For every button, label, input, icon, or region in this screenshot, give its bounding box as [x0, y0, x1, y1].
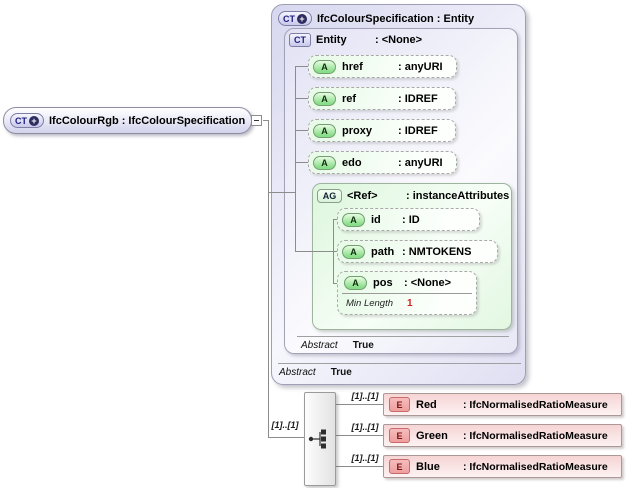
facet-value: 1: [407, 297, 413, 309]
attribute-name: ref: [342, 92, 357, 105]
attribute-icon: A: [342, 212, 365, 227]
cardinality-label: [1]..[1]: [351, 453, 379, 463]
attribute-icon: A: [313, 123, 336, 138]
minus-icon: [254, 120, 259, 121]
attribute-ref[interactable]: A ref : IDREF: [308, 87, 456, 110]
attribute-group-name: <Ref>: [347, 190, 378, 202]
attribute-icon: A: [313, 155, 336, 170]
facet-label: Min Length: [346, 297, 394, 309]
derivation-plus-icon: +: [29, 115, 39, 126]
abstract-value: True: [352, 340, 374, 351]
attribute-name: proxy: [342, 124, 372, 137]
abstract-label: Abstract: [301, 340, 338, 351]
connector-line: [295, 98, 308, 99]
attribute-icon: A: [313, 91, 336, 106]
complex-type-icon: CT+: [10, 113, 44, 128]
collapse-handle[interactable]: [251, 115, 262, 126]
connector-line: [336, 466, 383, 467]
element-red[interactable]: E Red : IfcNormalisedRatioMeasure: [383, 393, 622, 416]
attribute-type: : anyURI: [398, 156, 443, 169]
element-name: Red: [416, 398, 437, 411]
element-name: Blue: [416, 460, 440, 473]
attribute-icon: A: [344, 275, 367, 290]
attribute-icon: A: [313, 59, 336, 74]
connector-line: [295, 130, 308, 131]
cardinality-label: [1]..[1]: [351, 422, 379, 432]
attribute-name: href: [342, 60, 363, 73]
attribute-group-icon: AG: [317, 189, 342, 203]
complex-type-icon-label: CT: [283, 13, 295, 24]
attribute-id[interactable]: A id : ID: [337, 208, 480, 231]
connector-line: [295, 162, 308, 163]
element-type: : IfcNormalisedRatioMeasure: [463, 398, 608, 411]
connector-line: [333, 219, 338, 220]
connector-line: [295, 66, 296, 252]
cardinality-label: [1]..[1]: [351, 391, 379, 401]
attribute-name: path: [371, 245, 395, 258]
abstract-label: Abstract: [279, 367, 316, 378]
root-type-label: IfcColourRgb : IfcColourSpecification: [49, 114, 246, 127]
complex-type-icon: CT: [289, 33, 311, 47]
root-type-node[interactable]: CT+ IfcColourRgb : IfcColourSpecificatio…: [3, 107, 252, 134]
entity-name: Entity: [316, 34, 347, 46]
sequence-compositor[interactable]: [304, 392, 336, 486]
attribute-proxy[interactable]: A proxy : IDREF: [308, 119, 456, 142]
divider: [342, 293, 472, 294]
sequence-icon: [308, 429, 326, 449]
attribute-type: : ID: [402, 213, 420, 226]
element-icon: E: [389, 428, 410, 443]
element-icon: E: [389, 459, 410, 474]
attribute-href[interactable]: A href : anyURI: [308, 55, 457, 78]
attribute-type: : NMTOKENS: [402, 245, 472, 258]
complex-type-icon: CT+: [278, 11, 312, 26]
element-blue[interactable]: E Blue : IfcNormalisedRatioMeasure: [383, 455, 622, 478]
connector-line: [268, 192, 296, 193]
connector-line: [268, 120, 269, 438]
connector-line: [336, 435, 383, 436]
attribute-type: : IDREF: [398, 124, 438, 137]
attribute-icon: A: [342, 244, 365, 259]
derivation-plus-icon: +: [297, 13, 307, 24]
attribute-name: pos: [373, 276, 393, 289]
divider: [297, 336, 509, 337]
connector-line: [333, 219, 334, 283]
connector-line: [295, 66, 308, 67]
entity-type: : <None>: [375, 34, 423, 46]
connector-line: [263, 120, 269, 121]
attribute-type: : anyURI: [398, 60, 443, 73]
element-type: : IfcNormalisedRatioMeasure: [463, 460, 608, 473]
attribute-type: : IDREF: [398, 92, 438, 105]
element-icon: E: [389, 397, 410, 412]
attribute-name: edo: [342, 156, 362, 169]
base-type-title: IfcColourSpecification : Entity: [317, 12, 475, 25]
connector-line: [268, 437, 304, 438]
element-green[interactable]: E Green : IfcNormalisedRatioMeasure: [383, 424, 622, 447]
abstract-value: True: [330, 367, 352, 378]
divider: [278, 363, 521, 364]
attribute-pos[interactable]: A pos : <None> Min Length 1: [337, 271, 477, 315]
attribute-path[interactable]: A path : NMTOKENS: [337, 240, 498, 263]
attribute-type: : <None>: [404, 276, 452, 289]
attribute-group-type: : instanceAttributes: [406, 190, 510, 202]
cardinality-label: [1]..[1]: [271, 420, 299, 430]
connector-line: [336, 404, 383, 405]
connector-line: [295, 251, 338, 252]
element-type: : IfcNormalisedRatioMeasure: [463, 429, 608, 442]
connector-line: [333, 283, 338, 284]
element-name: Green: [416, 429, 448, 442]
complex-type-icon-label: CT: [15, 115, 27, 126]
attribute-edo[interactable]: A edo : anyURI: [308, 151, 457, 174]
complex-type-icon-label: CT: [294, 35, 306, 45]
attribute-name: id: [371, 213, 381, 226]
